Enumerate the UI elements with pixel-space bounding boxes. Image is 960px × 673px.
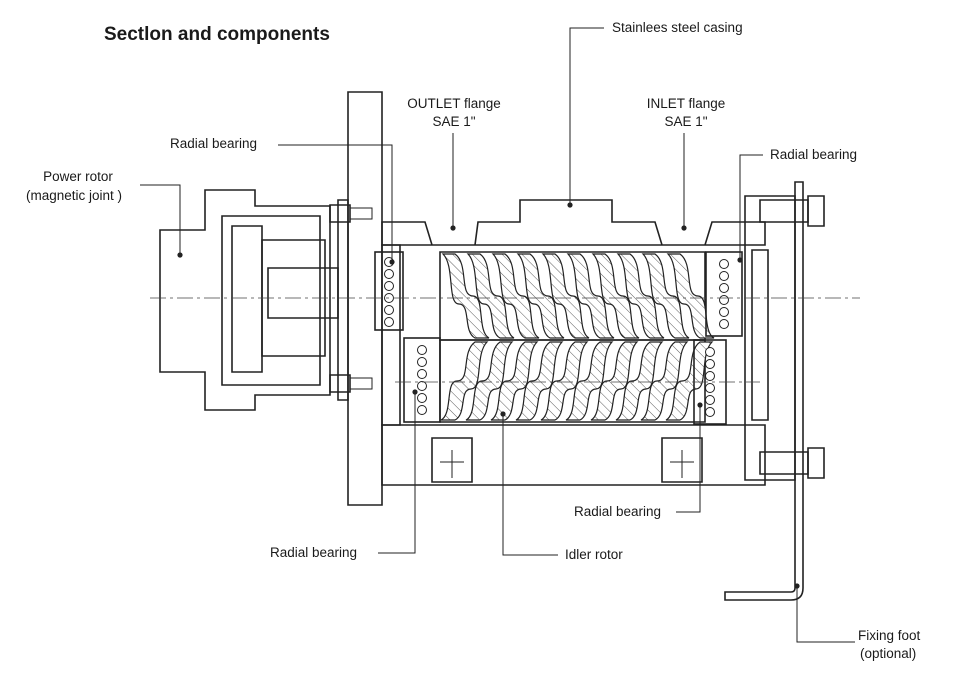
- screw-thread: [590, 341, 639, 421]
- bearing-ball: [384, 269, 394, 279]
- power-rotor-sublabel: (magnetic joint ): [26, 188, 122, 203]
- bearing-ball: [417, 381, 427, 391]
- bearing-ball: [719, 283, 729, 293]
- bearing-ball: [417, 405, 427, 415]
- bearing-ball: [705, 347, 715, 357]
- radial-bearing-label-bottom-left: Radial bearing: [270, 545, 357, 560]
- radial-bearing-label-bottom-right: Radial bearing: [574, 504, 661, 519]
- page-title: Sectlon and components: [104, 24, 330, 45]
- power-rotor-label: Power rotor: [43, 169, 113, 184]
- idler-rotor-screw: [439, 339, 714, 423]
- power-rotor-housing: [159, 189, 339, 411]
- screw-thread: [565, 341, 614, 421]
- radial-bearings: [374, 251, 743, 425]
- screw-thread: [566, 253, 615, 339]
- bearing-ball: [417, 369, 427, 379]
- bearing-ball: [384, 281, 394, 291]
- casing-label: Stainlees steel casing: [612, 20, 743, 35]
- radial-bearing-label-top-right: Radial bearing: [770, 147, 857, 162]
- inlet-flange-label: INLET flange: [647, 96, 726, 111]
- outlet-flange-label: OUTLET flange: [407, 96, 501, 111]
- screw-thread: [641, 253, 690, 339]
- leader-lines: [140, 27, 855, 643]
- bearing-ball: [719, 319, 729, 329]
- bearing-ball: [719, 259, 729, 269]
- screw-thread: [515, 341, 564, 421]
- screw-thread: [516, 253, 565, 339]
- screw-thread: [491, 253, 540, 339]
- outlet-flange-size-label: SAE 1": [432, 114, 475, 129]
- bearing-ball: [705, 383, 715, 393]
- screw-thread: [666, 253, 715, 339]
- mounting-flange-plate: [329, 91, 383, 506]
- bearing-ball: [417, 345, 427, 355]
- screw-thread: [540, 341, 589, 421]
- bearing-ball: [719, 307, 729, 317]
- inlet-flange-size-label: SAE 1": [664, 114, 707, 129]
- screw-thread: [466, 253, 515, 339]
- bearing-ball: [719, 295, 729, 305]
- bearing-ball: [705, 395, 715, 405]
- bearing-ball: [417, 393, 427, 403]
- bearing-ball: [705, 407, 715, 417]
- bearing-ball: [384, 317, 394, 327]
- screw-thread: [440, 341, 489, 421]
- bearing-ball: [417, 357, 427, 367]
- idler-rotor-label: Idler rotor: [565, 547, 623, 562]
- fixing-foot-sublabel: (optional): [860, 646, 916, 661]
- screw-thread: [465, 341, 514, 421]
- screw-thread: [591, 253, 640, 339]
- power-rotor-screw: [439, 251, 715, 341]
- fixing-foot-label: Fixing foot: [858, 628, 921, 643]
- bearing-ball: [705, 371, 715, 381]
- screw-thread: [616, 253, 665, 339]
- radial-bearing-label-top-left: Radial bearing: [170, 136, 257, 151]
- screw-thread: [490, 341, 539, 421]
- screw-thread: [441, 253, 490, 339]
- screw-thread: [615, 341, 664, 421]
- screw-thread: [665, 341, 714, 421]
- bearing-ball: [705, 359, 715, 369]
- screw-thread: [640, 341, 689, 421]
- fixing-foot: [724, 181, 804, 601]
- bearing-ball: [384, 305, 394, 315]
- bearing-ball: [719, 271, 729, 281]
- screw-thread: [541, 253, 590, 339]
